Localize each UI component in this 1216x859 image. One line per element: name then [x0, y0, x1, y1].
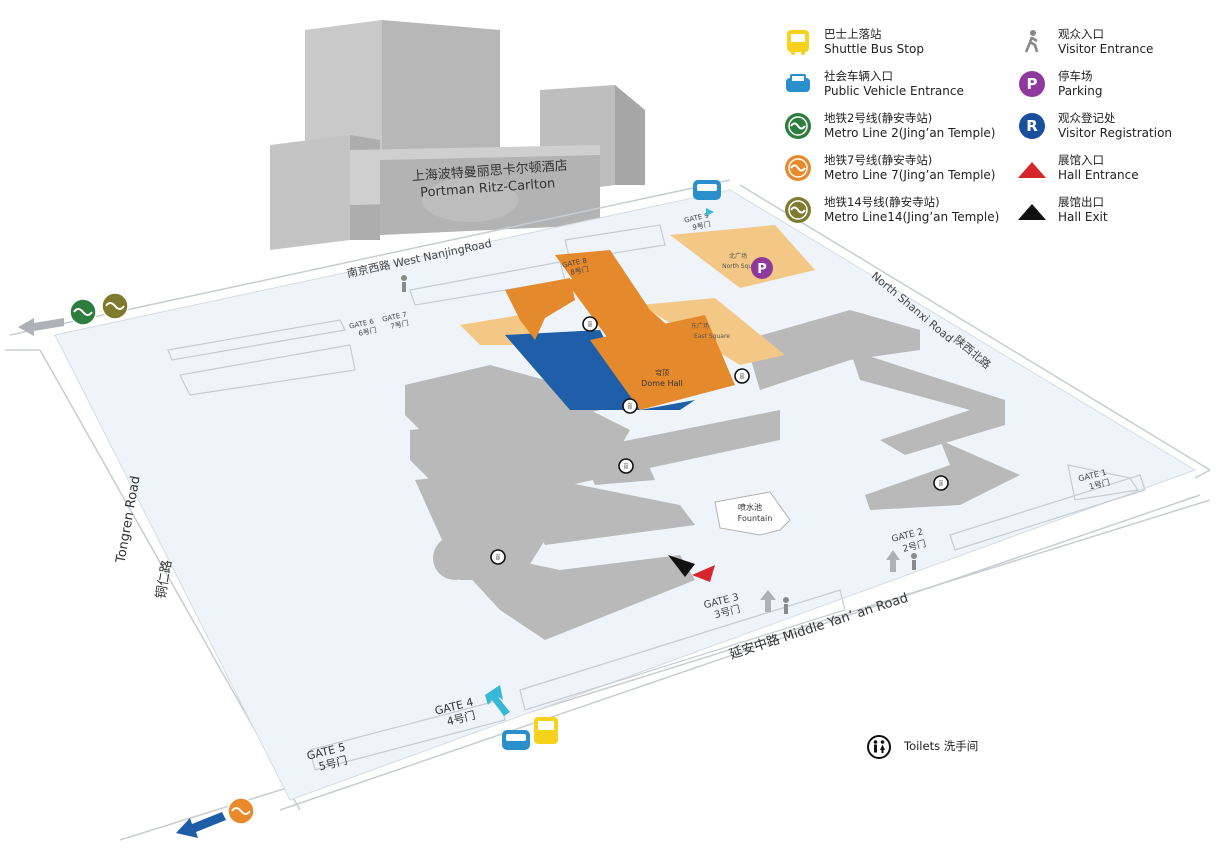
legend-label-zh: 展馆入口	[1058, 153, 1104, 167]
svg-text:P: P	[1027, 75, 1038, 93]
metro-line-2-icon	[69, 298, 97, 326]
fountain-en: Fountain	[738, 514, 773, 523]
legend-label-en: Parking	[1058, 84, 1103, 98]
north-square-en: North Square	[722, 263, 762, 270]
exhibition-halls	[405, 310, 1020, 640]
bus-icon	[787, 30, 809, 55]
hall-entrance-icon	[1018, 162, 1046, 178]
hall-entrance-marker	[692, 565, 715, 582]
toilet-icon	[622, 398, 638, 414]
svg-text:ïï: ïï	[739, 373, 744, 381]
legend-label-zh: 地铁14号线(静安寺站)	[824, 195, 940, 209]
legend-label-en: Shuttle Bus Stop	[824, 42, 924, 56]
metro-line-7-icon	[785, 155, 811, 181]
legend-label-zh: 社会车辆入口	[824, 69, 893, 83]
gate-9-zh: 9号门	[692, 219, 712, 232]
east-square	[640, 298, 785, 365]
legend-label-en: Public Vehicle Entrance	[824, 84, 964, 98]
metro-line-2-icon	[785, 113, 811, 139]
legend-label-en: Metro Line 7(Jing’an Temple)	[824, 168, 996, 182]
gate-7-zh: 7号门	[390, 318, 410, 331]
hall-exit-icon	[1018, 204, 1046, 220]
gate-8-zh: 8号门	[570, 264, 590, 277]
legend-label-zh: 观众入口	[1058, 27, 1104, 41]
north-square	[670, 225, 815, 288]
metro-7-direction-arrow	[176, 812, 226, 838]
svg-text:ïï: ïï	[587, 321, 592, 329]
pedestrian-icon	[1024, 30, 1039, 53]
svg-text:ïï: ïï	[495, 554, 500, 562]
east-square-en: East Square	[694, 333, 730, 340]
legend-label-en: Visitor Registration	[1058, 126, 1173, 140]
bus-icon	[534, 717, 558, 744]
pedestrian-icon	[401, 275, 917, 614]
gate-4-arrow-icon	[485, 685, 510, 716]
svg-text:R: R	[1026, 117, 1038, 135]
dome-hall-en: Dome Hall	[641, 379, 683, 388]
legend-label-en: Metro Line 2(Jing’an Temple)	[824, 126, 996, 140]
dome-hall-zh: 穹顶	[655, 368, 669, 377]
gate-6-zh: 6号门	[358, 325, 378, 338]
toilet-icon	[867, 735, 891, 759]
gate-4-zh: 4号门	[445, 708, 477, 729]
toilet-icon	[618, 458, 634, 474]
map-legend: 巴士上落站 Shuttle Bus Stop 社会车辆入口 Public Veh…	[784, 26, 1204, 236]
legend-label-en: Hall Exit	[1058, 210, 1108, 224]
east-square-zh: 东广场	[691, 322, 709, 330]
metro-line-14-icon	[785, 197, 811, 223]
toilet-icon	[734, 368, 750, 384]
legend-label-zh: 观众登记处	[1058, 111, 1116, 125]
legend-label-zh: 停车场	[1058, 69, 1093, 83]
metro-line-7-icon	[227, 797, 255, 825]
legend-label-en: Metro Line14(Jing’an Temple)	[824, 210, 1000, 224]
toilet-icon	[582, 316, 598, 332]
parking-icon: P	[1019, 71, 1045, 97]
fountain	[714, 491, 791, 536]
hotel-building	[270, 20, 645, 250]
toilet-icons	[490, 316, 949, 565]
legend-label-zh: 地铁2号线(静安寺站)	[824, 111, 933, 125]
toilets-label: Toilets 洗手间	[904, 739, 979, 753]
walkway-outlines	[167, 224, 1146, 771]
metro-direction-arrow	[18, 318, 64, 336]
toilet-icon	[490, 549, 506, 565]
legend-label-en: Hall Entrance	[1058, 168, 1139, 182]
blue-hall	[505, 330, 695, 410]
svg-text:ïï: ïï	[938, 480, 943, 488]
gate-5-zh: 5号门	[317, 753, 349, 774]
metro-line-14-icon	[101, 292, 129, 320]
car-icon	[502, 730, 530, 750]
fountain-zh: 喷水池	[738, 502, 762, 512]
road-tongren-zh: 铜仁路	[153, 559, 176, 600]
car-icon	[693, 180, 721, 200]
legend-label-zh: 巴士上落站	[824, 27, 882, 41]
legend-label-zh: 地铁7号线(静安寺站)	[824, 153, 933, 167]
gate-arrow-icon	[886, 550, 900, 572]
car-icon	[786, 74, 810, 92]
svg-text:ïï: ïï	[623, 463, 628, 471]
toilet-icon	[933, 475, 949, 491]
legend-label-zh: 展馆出口	[1058, 195, 1104, 209]
svg-text:P: P	[757, 262, 767, 277]
gate-9-arrow-icon	[706, 208, 714, 216]
legend-label-en: Visitor Entrance	[1058, 42, 1154, 56]
dome-hall	[505, 250, 735, 410]
gate-1-zh: 1号门	[1088, 477, 1111, 492]
hall-exit-marker	[668, 555, 695, 577]
registration-icon: R	[1019, 113, 1045, 139]
svg-text:ïï: ïï	[627, 403, 632, 411]
north-square-zh: 北广场	[729, 252, 747, 260]
gate-arrow-icon	[760, 590, 776, 612]
parking-icon	[751, 257, 773, 279]
